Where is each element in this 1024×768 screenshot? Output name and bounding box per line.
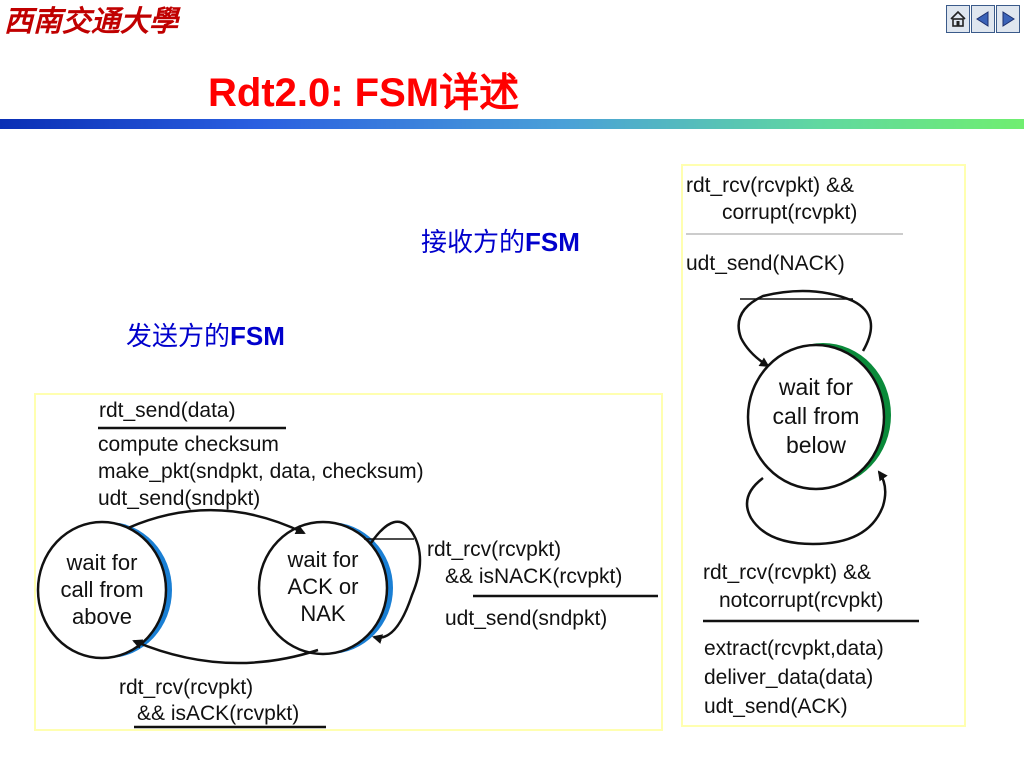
transition-arrow-send xyxy=(127,509,306,535)
transition-action-line: udt_send(NACK) xyxy=(686,252,845,275)
transition-event-line: && isNACK(rcvpkt) xyxy=(445,565,622,588)
transition-arrow-ack xyxy=(132,639,319,665)
transition-arrow-self-loop-top xyxy=(737,289,873,368)
receiver-fsm-diagram: rdt_rcv(rcvpkt) && corrupt(rcvpkt) udt_s… xyxy=(686,174,919,718)
next-icon xyxy=(1002,11,1015,27)
home-icon xyxy=(950,10,966,27)
transition-action-line: udt_send(sndpkt) xyxy=(445,607,607,630)
logo-text: 西南交通大學 xyxy=(4,4,181,38)
sender-caption: 发送方的FSM xyxy=(126,316,285,353)
slide-navigation xyxy=(946,5,1020,33)
state-circle xyxy=(36,520,168,660)
state-circle xyxy=(746,343,886,491)
transition-event-line: && isACK(rcvpkt) xyxy=(137,702,299,725)
state-wait-ack-or-nak: wait for ACK or NAK xyxy=(257,520,393,656)
transition-event-line: corrupt(rcvpkt) xyxy=(722,201,857,224)
state-wait-call-from-above: wait for call from above xyxy=(36,520,172,660)
state-wait-call-from-below: wait for call from below xyxy=(746,343,891,491)
transition-action-line: compute checksum xyxy=(98,433,279,456)
previous-button[interactable] xyxy=(971,5,995,33)
state-label-line: call from xyxy=(773,403,860,429)
sender-caption-prefix: 发送方的 xyxy=(126,322,231,352)
state-label-line: call from xyxy=(60,577,143,602)
prev-icon xyxy=(976,11,989,27)
transition-action-line: udt_send(ACK) xyxy=(704,695,848,718)
sender-fsm-diagram: wait for call from above wait for ACK or… xyxy=(36,399,658,729)
home-button[interactable] xyxy=(946,5,970,33)
state-circle xyxy=(257,520,389,656)
state-label-line: wait for xyxy=(287,547,359,572)
state-label-line: below xyxy=(786,432,846,458)
transition-action-line: udt_send(sndpkt) xyxy=(98,487,260,510)
transition-event-line: rdt_rcv(rcvpkt) xyxy=(119,676,253,699)
university-logo: 西南交通大學 xyxy=(4,2,190,40)
transition-action-line: deliver_data(data) xyxy=(704,666,873,689)
state-label-line: above xyxy=(72,604,132,629)
title-gradient-rule xyxy=(0,119,1024,129)
transition-event-line: rdt_rcv(rcvpkt) && xyxy=(686,174,854,197)
transition-arrow-self-loop-bottom xyxy=(745,470,888,546)
sender-caption-suffix: FSM xyxy=(230,321,285,351)
transition-action-line: make_pkt(sndpkt, data, checksum) xyxy=(98,460,424,483)
receiver-caption: 接收方的FSM xyxy=(421,222,580,259)
transition-event-line: notcorrupt(rcvpkt) xyxy=(719,589,884,612)
state-label-line: wait for xyxy=(66,550,138,575)
receiver-fsm-panel: rdt_rcv(rcvpkt) && corrupt(rcvpkt) udt_s… xyxy=(681,164,966,727)
receiver-caption-suffix: FSM xyxy=(525,227,580,257)
slide-title: Rdt2.0: FSM详述 xyxy=(208,71,520,115)
transition-event-line: rdt_rcv(rcvpkt) xyxy=(427,538,561,561)
transition-event-line: rdt_rcv(rcvpkt) && xyxy=(703,561,871,584)
state-label-line: ACK or xyxy=(288,574,359,599)
next-button[interactable] xyxy=(996,5,1020,33)
sender-fsm-panel: wait for call from above wait for ACK or… xyxy=(34,393,663,731)
transition-action-line: extract(rcvpkt,data) xyxy=(704,637,884,660)
transition-event-send: rdt_send(data) xyxy=(99,399,236,422)
transition-arrow-self-loop xyxy=(369,520,422,644)
state-label-line: wait for xyxy=(778,374,853,400)
state-label-line: NAK xyxy=(300,601,346,626)
receiver-caption-prefix: 接收方的 xyxy=(421,228,526,258)
